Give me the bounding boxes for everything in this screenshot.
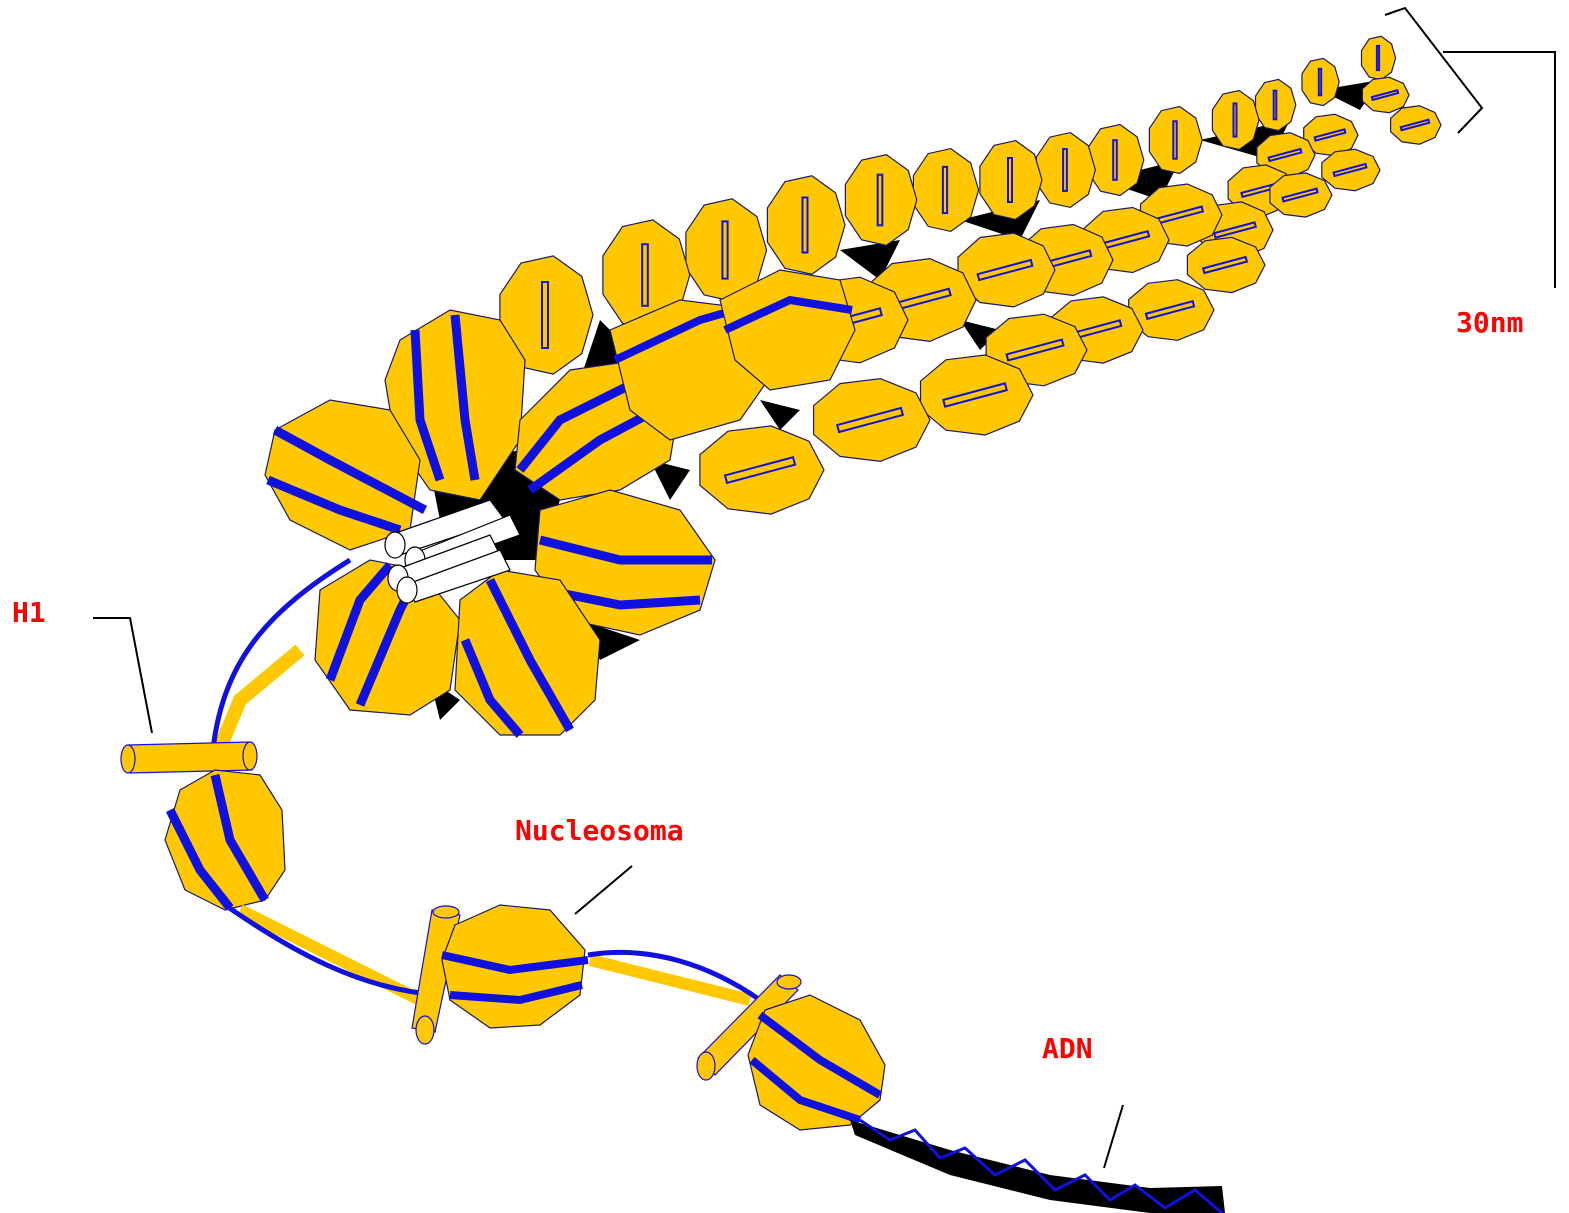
nucleosome-leader bbox=[575, 866, 632, 914]
fiber-nucleosome bbox=[1362, 77, 1409, 112]
fiber-nucleosome bbox=[1270, 173, 1332, 217]
h1-leader bbox=[93, 618, 152, 733]
naked-dna bbox=[850, 1120, 1225, 1213]
nucleosome-1 bbox=[165, 770, 285, 910]
fiber-nucleosome bbox=[845, 155, 916, 246]
linker-dna-lower bbox=[588, 952, 760, 1000]
h1-label: H1 bbox=[12, 596, 46, 629]
h1-histone bbox=[121, 742, 257, 773]
fiber-nucleosome bbox=[913, 149, 978, 232]
fiber-nucleosome bbox=[1302, 58, 1339, 105]
fiber-nucleosome bbox=[1322, 149, 1380, 190]
fiber-nucleosome bbox=[1088, 125, 1144, 196]
fiber-nucleosome bbox=[814, 379, 930, 462]
fiber-nucleosome bbox=[980, 141, 1042, 220]
linker-dna-middle bbox=[225, 905, 440, 1000]
nucleosome-label: Nucleosoma bbox=[515, 814, 684, 847]
fiber-nucleosome bbox=[1212, 91, 1259, 150]
dna-leader bbox=[1104, 1105, 1123, 1168]
fiber-nucleosome bbox=[700, 426, 824, 514]
dna-label: ADN bbox=[1042, 1032, 1093, 1065]
fiber-nucleosome bbox=[767, 176, 845, 274]
fiber-nucleosome bbox=[1362, 36, 1396, 79]
fiber-nucleosome bbox=[1256, 79, 1296, 130]
scale-label: 30nm bbox=[1456, 306, 1523, 339]
fiber-nucleosome bbox=[1036, 133, 1095, 208]
fiber-nucleosome bbox=[1149, 107, 1202, 174]
fiber-nucleosome bbox=[1391, 106, 1441, 144]
fiber-nucleosome bbox=[921, 355, 1034, 435]
fiber-nucleosome bbox=[1187, 237, 1265, 292]
scale-leader bbox=[1443, 52, 1555, 288]
nucleosome-3 bbox=[748, 995, 885, 1130]
nucleosome-2 bbox=[442, 905, 588, 1028]
